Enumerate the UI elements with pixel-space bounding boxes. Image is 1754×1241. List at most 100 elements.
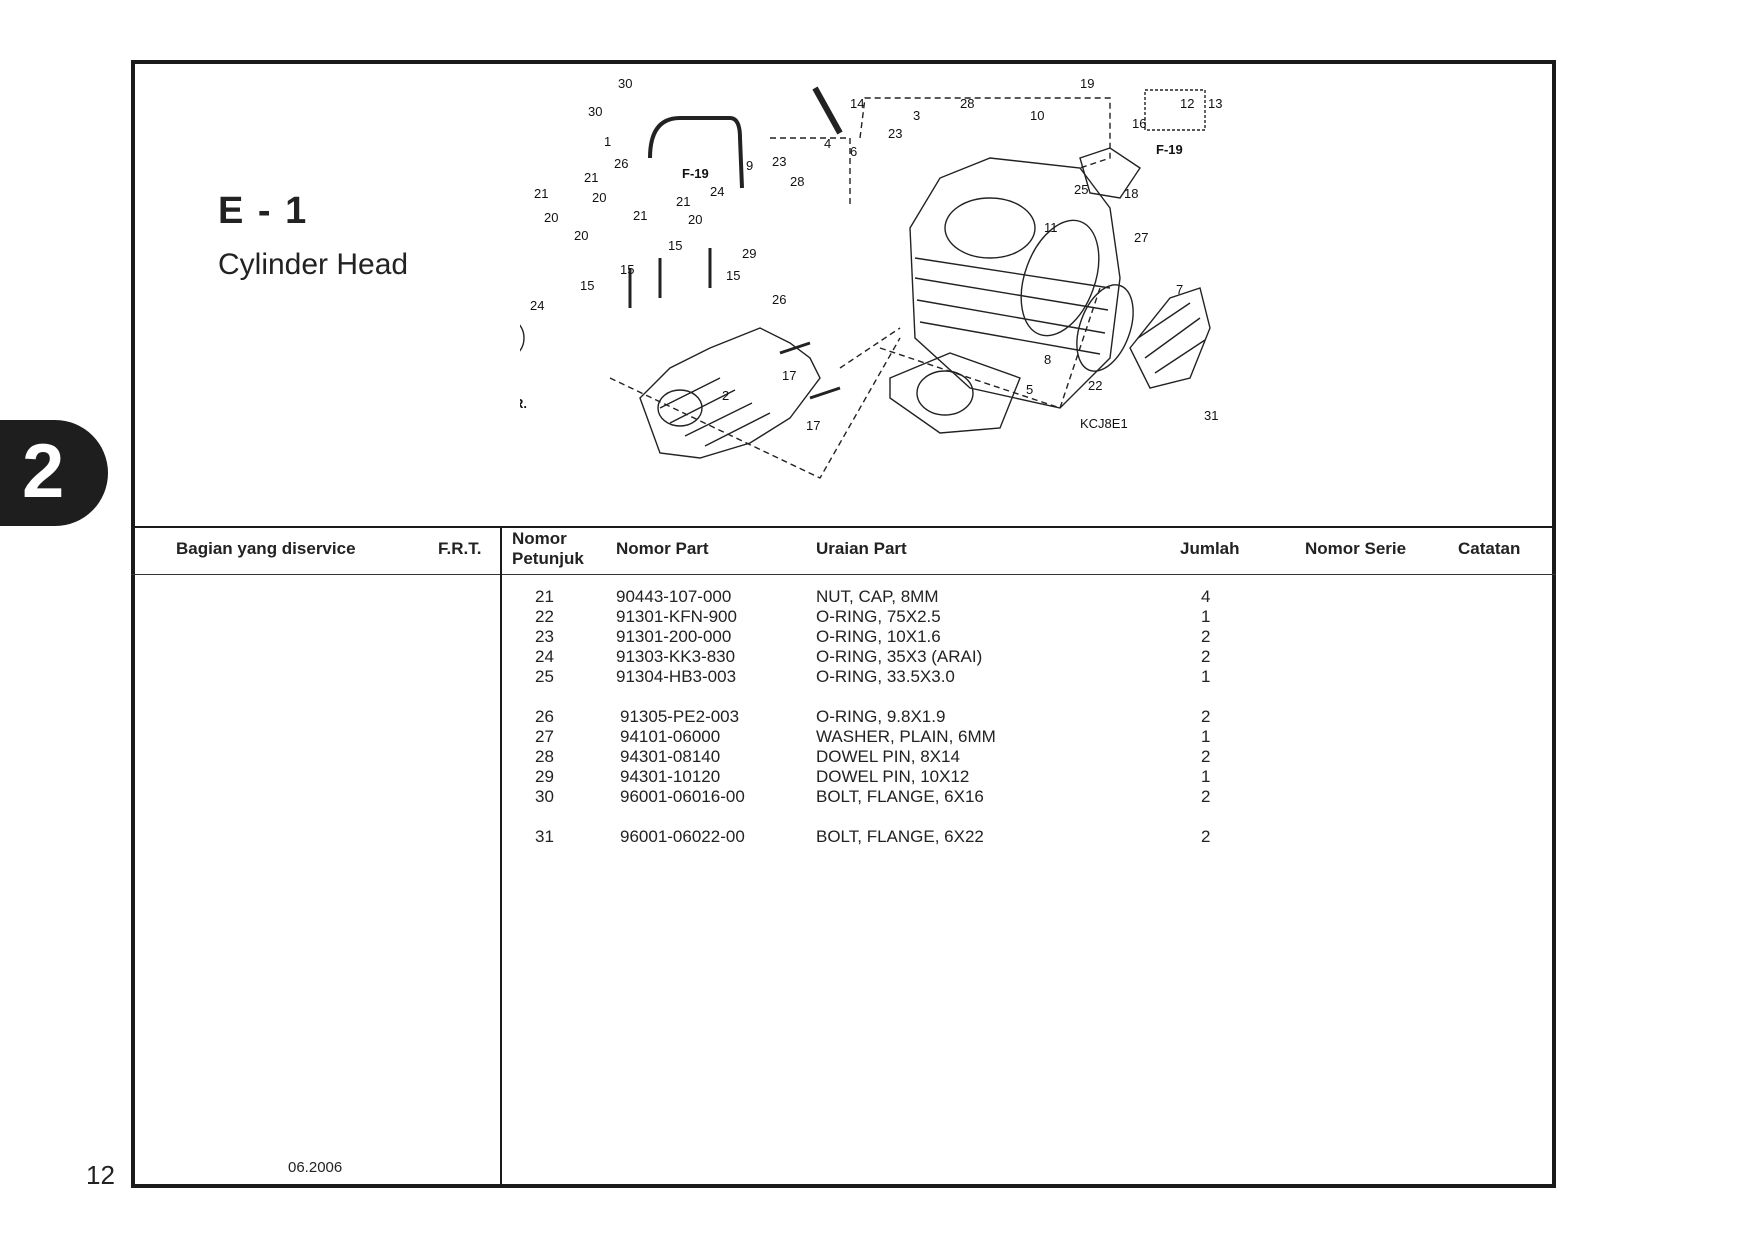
row-ref: 24 bbox=[535, 647, 554, 666]
o-ring-large bbox=[1020, 219, 1100, 337]
table-row: 25 91304-HB3-003 O-RING, 33.5X3.0 1 bbox=[0, 667, 1754, 687]
svg-text:26: 26 bbox=[614, 156, 628, 171]
svg-text:6: 6 bbox=[850, 144, 857, 159]
row-ref: 23 bbox=[535, 627, 554, 646]
row-description: O-RING, 10X1.6 bbox=[816, 627, 941, 646]
table-header-top-rule bbox=[131, 526, 1556, 528]
svg-text:20: 20 bbox=[688, 212, 702, 227]
svg-text:11: 11 bbox=[1044, 220, 1058, 235]
revision-date: 06.2006 bbox=[288, 1159, 343, 1176]
svg-text:15: 15 bbox=[668, 238, 682, 253]
svg-text:F-19: F-19 bbox=[1156, 142, 1183, 157]
table-row: 27 94101-06000 WASHER, PLAIN, 6MM 1 bbox=[0, 727, 1754, 747]
spark-plug bbox=[812, 86, 843, 135]
row-ref: 21 bbox=[535, 587, 554, 606]
table-row: 26 91305-PE2-003 O-RING, 9.8X1.9 2 bbox=[0, 707, 1754, 727]
svg-text:17: 17 bbox=[806, 418, 820, 433]
svg-text:15: 15 bbox=[580, 278, 594, 293]
row-description: DOWEL PIN, 10X12 bbox=[816, 767, 970, 786]
header-serviced-part: Bagian yang diservice bbox=[176, 539, 356, 558]
row-part-no: 96001-06016-00 bbox=[620, 787, 745, 806]
row-qty: 2 bbox=[1201, 787, 1211, 806]
row-part-no: 96001-06022-00 bbox=[620, 827, 745, 846]
svg-text:23: 23 bbox=[888, 126, 902, 141]
o-ring-24 bbox=[520, 324, 525, 352]
row-part-no: 91305-PE2-003 bbox=[620, 707, 740, 726]
page-number: 12 bbox=[86, 1160, 115, 1190]
svg-text:3: 3 bbox=[913, 108, 920, 123]
intake-pipe bbox=[1079, 147, 1141, 199]
svg-text:18: 18 bbox=[1124, 186, 1138, 201]
row-qty: 2 bbox=[1201, 647, 1211, 666]
row-ref: 28 bbox=[535, 747, 554, 766]
header-qty: Jumlah bbox=[1180, 539, 1240, 558]
row-qty: 1 bbox=[1201, 607, 1211, 626]
svg-text:F-19: F-19 bbox=[682, 166, 709, 181]
row-description: WASHER, PLAIN, 6MM bbox=[816, 727, 996, 746]
row-qty: 2 bbox=[1201, 827, 1211, 846]
row-qty: 4 bbox=[1201, 587, 1211, 606]
row-part-no: 94301-10120 bbox=[620, 767, 721, 786]
svg-text:12: 12 bbox=[1180, 96, 1194, 111]
section-tab-number: 2 bbox=[22, 429, 65, 514]
row-part-no: 90443-107-000 bbox=[616, 587, 732, 606]
svg-text:4: 4 bbox=[824, 136, 831, 151]
svg-text:21: 21 bbox=[534, 186, 548, 201]
row-ref: 30 bbox=[535, 787, 554, 806]
header-notes: Catatan bbox=[1458, 539, 1521, 558]
row-part-no: 91301-KFN-900 bbox=[616, 607, 737, 626]
table-row: 31 96001-06022-00 BOLT, FLANGE, 6X22 2 bbox=[0, 827, 1754, 847]
table-row: 22 91301-KFN-900 O-RING, 75X2.5 1 bbox=[0, 607, 1754, 627]
svg-text:25: 25 bbox=[1074, 182, 1088, 197]
row-qty: 2 bbox=[1201, 747, 1211, 766]
svg-text:28: 28 bbox=[790, 174, 804, 189]
table-row: 29 94301-10120 DOWEL PIN, 10X12 1 bbox=[0, 767, 1754, 787]
svg-text:24: 24 bbox=[530, 298, 544, 313]
row-ref: 27 bbox=[535, 727, 554, 746]
svg-text:9: 9 bbox=[746, 158, 753, 173]
row-ref: 22 bbox=[535, 607, 554, 626]
gasket-bore bbox=[916, 370, 974, 416]
svg-text:30: 30 bbox=[588, 104, 602, 119]
row-part-no: 94101-06000 bbox=[620, 727, 721, 746]
cylinder-head-fins bbox=[914, 257, 1111, 355]
header-frt: F.R.T. bbox=[438, 539, 482, 558]
svg-text:20: 20 bbox=[574, 228, 588, 243]
section-code: E - 1 bbox=[218, 190, 309, 232]
row-description: BOLT, FLANGE, 6X22 bbox=[816, 827, 984, 846]
row-qty: 2 bbox=[1201, 627, 1211, 646]
row-ref: 29 bbox=[535, 767, 554, 786]
cylinder-gasket bbox=[889, 352, 1021, 434]
table-column-divider bbox=[500, 526, 502, 1186]
header-serial: Nomor Serie bbox=[1305, 539, 1407, 558]
header-description: Uraian Part bbox=[816, 539, 907, 558]
table-row: 21 90443-107-000 NUT, CAP, 8MM 4 bbox=[0, 587, 1754, 607]
svg-text:23: 23 bbox=[772, 154, 786, 169]
side-cover-fins bbox=[1137, 302, 1206, 374]
table-row: 24 91303-KK3-830 O-RING, 35X3 (ARAI) 2 bbox=[0, 647, 1754, 667]
row-part-no: 94301-08140 bbox=[620, 747, 721, 766]
row-qty: 1 bbox=[1201, 727, 1211, 746]
svg-text:7: 7 bbox=[1176, 282, 1183, 297]
exploded-parts-diagram: 30 30 1 26 21 21 20 20 20 21 21 20 F-19 … bbox=[520, 78, 1222, 479]
svg-text:14: 14 bbox=[850, 96, 864, 111]
svg-text:16: 16 bbox=[1132, 116, 1146, 131]
svg-text:27: 27 bbox=[1134, 230, 1148, 245]
breather-pipe bbox=[648, 116, 744, 189]
row-description: NUT, CAP, 8MM bbox=[816, 587, 939, 606]
o-ring-22 bbox=[1076, 284, 1134, 372]
svg-text:10: 10 bbox=[1030, 108, 1044, 123]
row-qty: 1 bbox=[1201, 667, 1211, 686]
svg-text:22: 22 bbox=[1088, 378, 1102, 393]
row-description: O-RING, 33.5X3.0 bbox=[816, 667, 955, 686]
svg-text:1: 1 bbox=[604, 134, 611, 149]
svg-text:24: 24 bbox=[710, 184, 724, 199]
svg-text:20: 20 bbox=[592, 190, 606, 205]
svg-text:FR.: FR. bbox=[520, 396, 527, 411]
svg-text:5: 5 bbox=[1026, 382, 1033, 397]
assembly-guide-lines-2 bbox=[859, 97, 1111, 409]
table-row: 23 91301-200-000 O-RING, 10X1.6 2 bbox=[0, 627, 1754, 647]
section-tab: 2 bbox=[0, 420, 108, 526]
row-part-no: 91303-KK3-830 bbox=[616, 647, 736, 666]
row-part-no: 91301-200-000 bbox=[616, 627, 732, 646]
